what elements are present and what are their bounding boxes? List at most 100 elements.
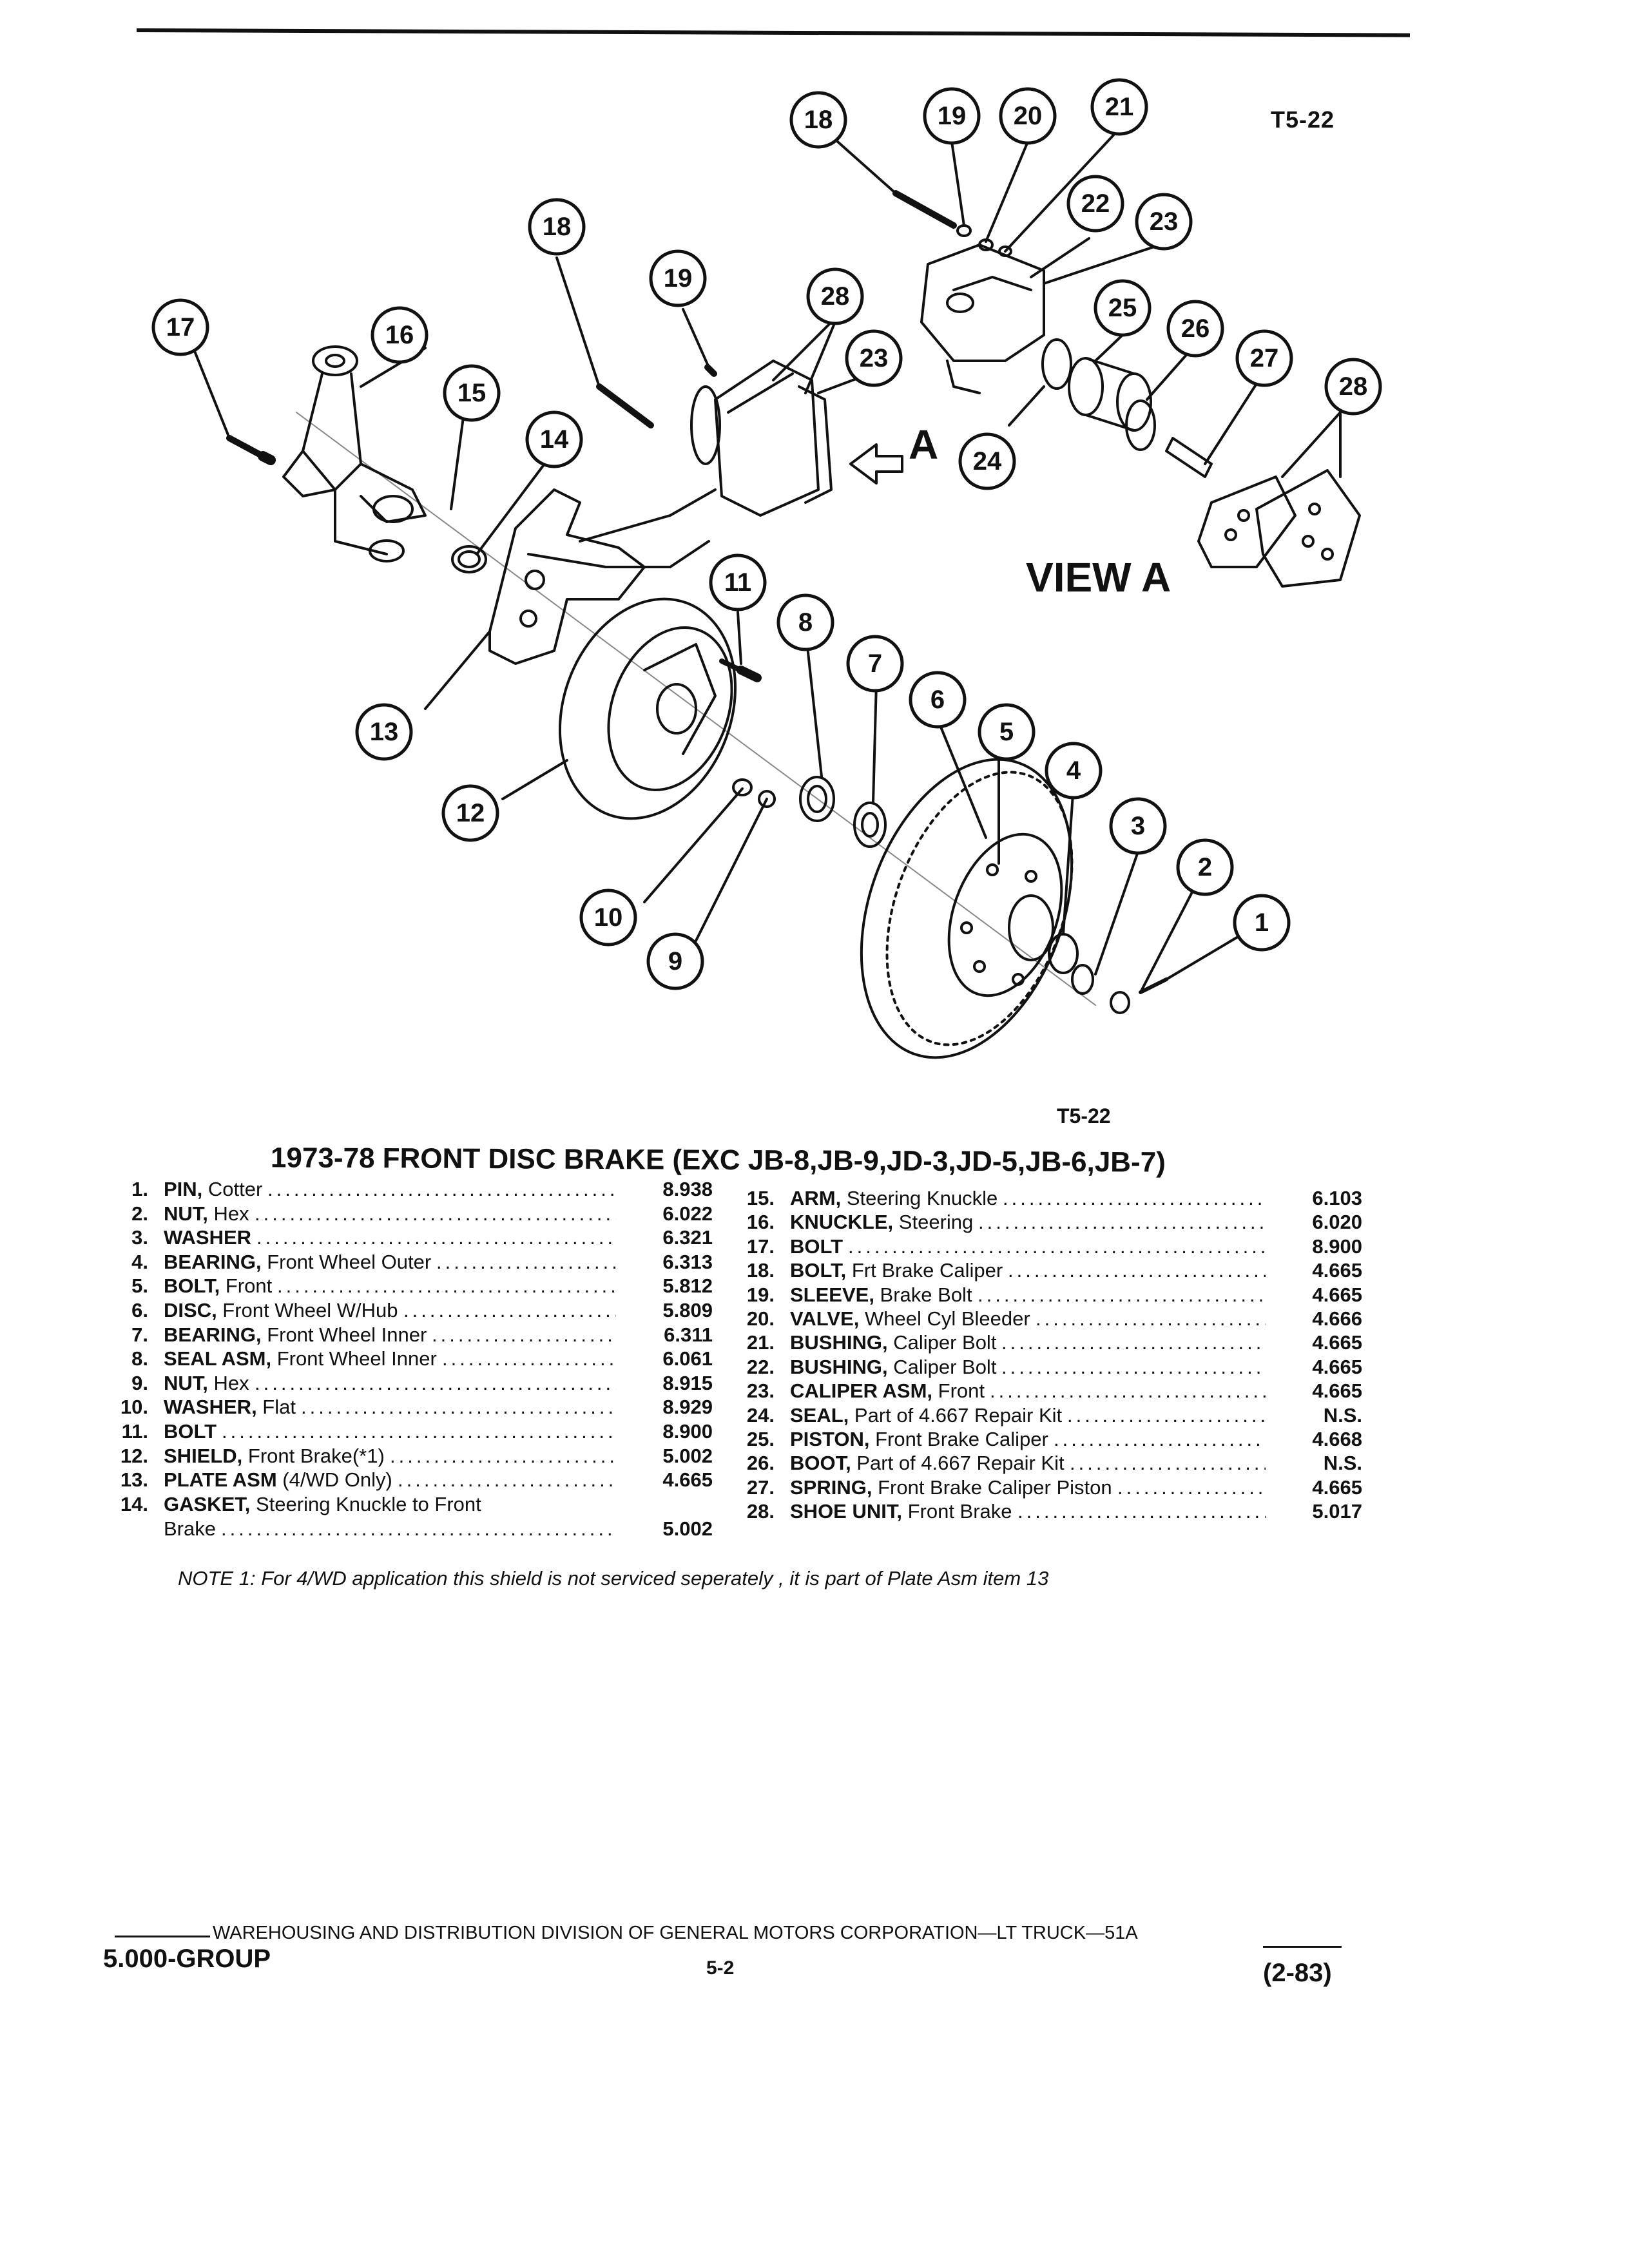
part-description: Front	[932, 1379, 985, 1403]
part-name: GASKET, Steering Knuckle to Front	[164, 1493, 481, 1516]
callout-22: 22	[1066, 175, 1124, 233]
hex-nut-drawing	[1110, 991, 1130, 1014]
callout-13: 13	[355, 703, 413, 761]
part-description: Cotter	[202, 1178, 263, 1200]
svg-text:23: 23	[1150, 207, 1179, 236]
part-number: 28.	[746, 1500, 775, 1523]
leader-dots: ........................................…	[222, 1420, 616, 1443]
part-name: WASHER, Flat	[164, 1396, 296, 1419]
part-group-code: N.S.	[1323, 1403, 1362, 1427]
callout-28a: 28	[806, 267, 864, 325]
part-number: 17.	[746, 1235, 775, 1258]
part-name: NUT, Hex	[164, 1372, 249, 1395]
footer-rule-left	[115, 1936, 210, 1937]
svg-text:7: 7	[868, 649, 882, 678]
part-description: Front Wheel Inner	[271, 1347, 437, 1370]
view-a-label: VIEW A	[1026, 554, 1171, 601]
leader-dots: ........................................…	[432, 1323, 616, 1346]
part-name-bold: BOLT,	[790, 1259, 847, 1282]
part-name-bold: KNUCKLE,	[790, 1211, 894, 1234]
leader-dots: ........................................…	[1001, 1355, 1266, 1378]
svg-text:24: 24	[973, 447, 1002, 476]
part-name-bold: BUSHING,	[790, 1331, 888, 1354]
part-number: 14.	[120, 1492, 148, 1515]
part-group-code: 4.665	[1312, 1379, 1362, 1403]
part-group-code: 4.665	[662, 1468, 713, 1492]
part-name-bold: CALIPER ASM,	[790, 1379, 933, 1403]
part-group-code: 8.900	[662, 1420, 713, 1443]
group-label: 5.000-GROUP	[103, 1945, 271, 1973]
leader-dots: ........................................…	[990, 1379, 1266, 1403]
part-group-code: 5.002	[662, 1444, 713, 1467]
part-description: Caliper Bolt	[887, 1355, 997, 1378]
part-name-bold: BEARING,	[164, 1250, 262, 1273]
callout-11: 11	[709, 553, 767, 611]
part-group-code: 8.900	[1312, 1235, 1362, 1258]
svg-text:14: 14	[540, 425, 569, 454]
leader-dots: ........................................…	[1001, 1331, 1266, 1354]
part-group-code: 6.313	[662, 1250, 713, 1273]
part-description: Steering Knuckle to Front	[250, 1492, 481, 1515]
part-name: SLEEVE, Brake Bolt	[790, 1283, 972, 1307]
exploded-brake-diagram: VIEW A A 1 2 3 4 5 6 7 8 9 10 11 12 13 1…	[151, 78, 1382, 1059]
part-description: Front	[220, 1274, 273, 1298]
part-name-bold: SPRING,	[790, 1475, 872, 1499]
callout-15: 15	[443, 364, 501, 422]
part-name: BOLT, Front	[164, 1274, 272, 1298]
plate-asm-drawing	[488, 488, 717, 665]
direction-arrow-a	[849, 443, 903, 485]
footnote: NOTE 1: For 4/WD application this shield…	[178, 1567, 1049, 1590]
spring-drawing	[1165, 437, 1213, 478]
part-name-bold: WASHER,	[164, 1396, 257, 1419]
cotter-pin-drawing	[1139, 977, 1168, 994]
brake-shield-drawing	[558, 597, 737, 820]
part-description: Steering Knuckle	[841, 1187, 998, 1209]
leader-dots: ........................................…	[255, 1202, 616, 1225]
part-name: BEARING, Front Wheel Inner	[164, 1323, 427, 1347]
part-description: Front Brake(*1)	[242, 1444, 385, 1467]
part-group-code: 4.668	[1312, 1428, 1362, 1450]
part-group-code: 6.022	[662, 1202, 713, 1225]
svg-text:10: 10	[594, 903, 623, 932]
part-number: 10.	[120, 1396, 148, 1419]
part-name-bold: VALVE,	[790, 1307, 860, 1330]
part-number: 24.	[746, 1403, 775, 1427]
callout-5: 5	[978, 703, 1036, 761]
part-name-bold: DISC,	[164, 1299, 217, 1321]
part-number: 1.	[131, 1178, 148, 1200]
callout-7: 7	[846, 635, 904, 693]
part-name: BOLT	[164, 1420, 217, 1443]
part-number: 13.	[120, 1468, 148, 1492]
part-name: PIN, Cotter	[164, 1178, 262, 1201]
parts-list-title: 1973-78 FRONT DISC BRAKE (EXC JB-8,JB-9,…	[270, 1142, 1166, 1178]
part-group-code: 5.017	[1312, 1500, 1362, 1523]
view-a-caliper-drawing	[892, 190, 1045, 394]
part-name-bold: BEARING,	[164, 1323, 262, 1346]
seal-drawing	[1041, 338, 1072, 390]
callout-9: 9	[646, 932, 704, 990]
leader-dots: ........................................…	[978, 1283, 1266, 1306]
part-number: 9.	[131, 1371, 148, 1394]
leader-dots: ........................................…	[1003, 1187, 1266, 1209]
part-name: BOLT, Frt Brake Caliper	[790, 1259, 1003, 1282]
leader-dots: ........................................…	[1117, 1475, 1266, 1499]
part-description: Front Brake Caliper Piston	[872, 1475, 1112, 1499]
svg-text:17: 17	[166, 313, 195, 341]
part-name-bold: WASHER	[164, 1226, 252, 1249]
part-name: PISTON, Front Brake Caliper	[790, 1428, 1048, 1451]
part-group-code: 4.665	[1312, 1331, 1362, 1354]
part-group-code: 4.665	[1312, 1283, 1362, 1306]
part-group-code: 5.002	[662, 1517, 713, 1540]
svg-text:18: 18	[804, 106, 833, 134]
leader-dots: ........................................…	[267, 1178, 616, 1200]
leader-dots: ........................................…	[221, 1517, 616, 1540]
part-number: 20.	[746, 1307, 775, 1330]
callout-19a: 19	[649, 249, 707, 307]
part-number: 3.	[131, 1226, 148, 1249]
part-name: SPRING, Front Brake Caliper Piston	[790, 1476, 1112, 1499]
part-name: CALIPER ASM, Front	[790, 1379, 985, 1403]
part-group-code: 6.103	[1312, 1187, 1362, 1209]
part-name: ARM, Steering Knuckle	[790, 1187, 998, 1210]
part-name: BUSHING, Caliper Bolt	[790, 1331, 996, 1354]
part-group-code: 6.020	[1312, 1211, 1362, 1234]
